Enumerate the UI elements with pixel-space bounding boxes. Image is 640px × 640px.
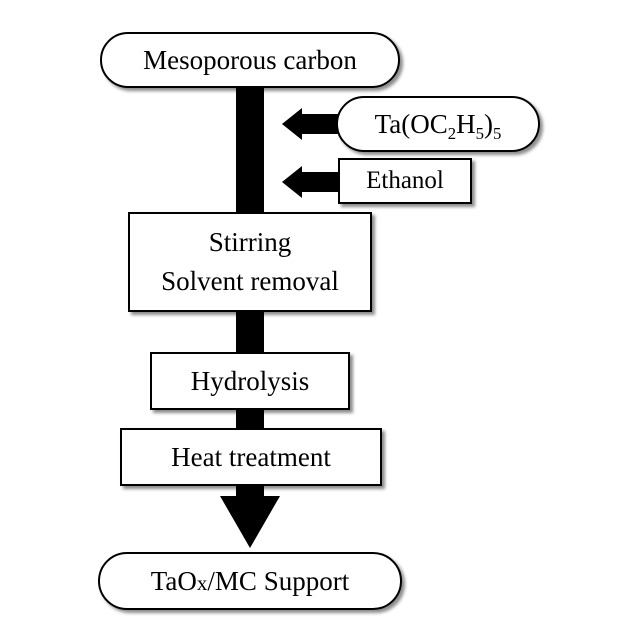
ethanol-label: Ethanol: [366, 167, 444, 195]
taox-mc-support-node: TaOx/MC Support: [98, 552, 402, 610]
tantalum-ethoxide-node: Ta(OC2H5)5: [336, 96, 540, 152]
mesoporous-carbon-label: Mesoporous carbon: [143, 45, 357, 76]
ethanol-node: Ethanol: [338, 158, 472, 204]
solvent-removal-label: Solvent removal: [161, 262, 339, 301]
input-arrow-ta: [282, 108, 340, 140]
input-arrow-ethanol: [282, 166, 340, 198]
heat-treatment-step: Heat treatment: [120, 428, 382, 486]
mesoporous-carbon-node: Mesoporous carbon: [100, 32, 400, 88]
heat-treatment-label: Heat treatment: [171, 442, 331, 473]
tantalum-ethoxide-label: Ta(OC2H5)5: [375, 109, 502, 140]
stirring-label: Stirring: [161, 223, 339, 262]
stirring-solvent-removal-step: Stirring Solvent removal: [128, 212, 372, 312]
taox-mc-support-label: TaOx/MC Support: [151, 566, 349, 597]
hydrolysis-step: Hydrolysis: [150, 352, 350, 410]
hydrolysis-label: Hydrolysis: [191, 366, 310, 397]
down-arrow-head: [220, 496, 280, 548]
